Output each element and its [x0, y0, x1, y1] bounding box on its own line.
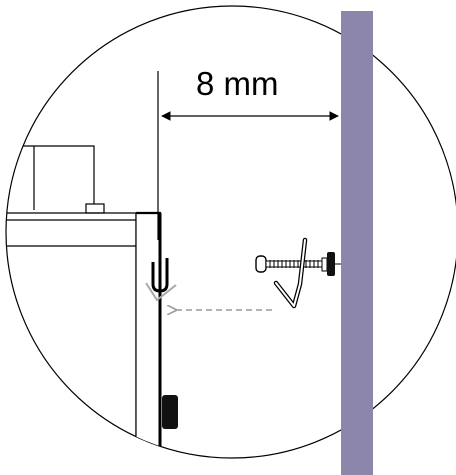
wall [341, 11, 373, 475]
appliance-top [6, 145, 95, 210]
screw-icon [255, 252, 346, 276]
j-bracket-icon [136, 211, 177, 302]
latch [85, 203, 105, 214]
appliance-body [6, 212, 137, 458]
wall-hook-icon [273, 237, 308, 309]
detail-content [6, 145, 346, 458]
detail-circle [5, 5, 456, 459]
side-panel [135, 212, 162, 458]
dimension-label: 8 mm [196, 65, 279, 102]
rubber-foot [162, 395, 178, 429]
